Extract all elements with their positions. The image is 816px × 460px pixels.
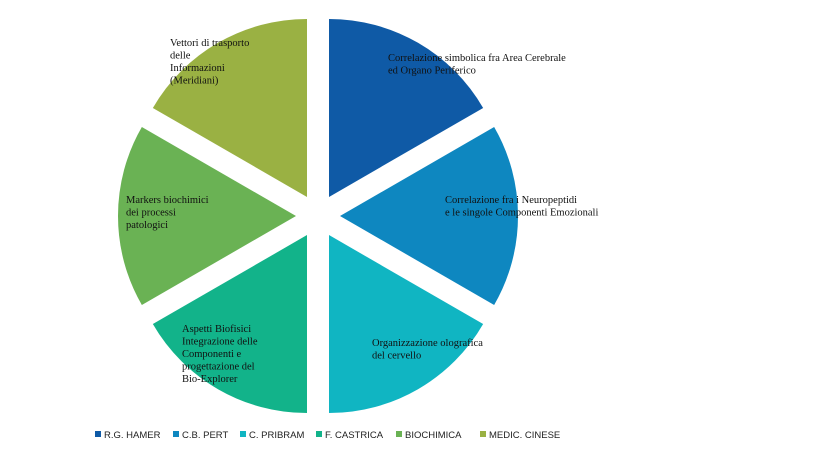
legend-swatch <box>173 431 179 437</box>
legend-swatch <box>316 431 322 437</box>
legend-label: R.G. HAMER <box>104 430 161 441</box>
legend-swatch <box>480 431 486 437</box>
legend-label: MEDIC. CINESE <box>489 430 560 441</box>
pie-slice-c-pribram <box>329 235 484 414</box>
pie-slice-c-b-pert <box>340 127 518 305</box>
slice-label: Correlazione simbolica fra Area Cerebral… <box>388 53 566 77</box>
pie-slice-f-castrica <box>152 235 307 414</box>
legend-label: C. PRIBRAM <box>249 430 305 441</box>
legend-label: F. CASTRICA <box>325 430 384 441</box>
slice-labels: Correlazione simbolica fra Area Cerebral… <box>126 38 598 385</box>
pie-slice-biochimica <box>117 127 296 305</box>
legend: R.G. HAMER C.B. PERT C. PRIBRAM F. CASTRICA… <box>95 430 560 441</box>
legend-label: C.B. PERT <box>182 430 228 441</box>
legend-swatch <box>240 431 246 437</box>
legend-swatch <box>396 431 402 437</box>
pie-slices <box>117 18 518 414</box>
pie-slice-r-g-hamer <box>329 18 484 197</box>
legend-swatch <box>95 431 101 437</box>
legend-label: BIOCHIMICA <box>405 430 462 441</box>
pie-slice-medic-cinese <box>152 18 307 197</box>
